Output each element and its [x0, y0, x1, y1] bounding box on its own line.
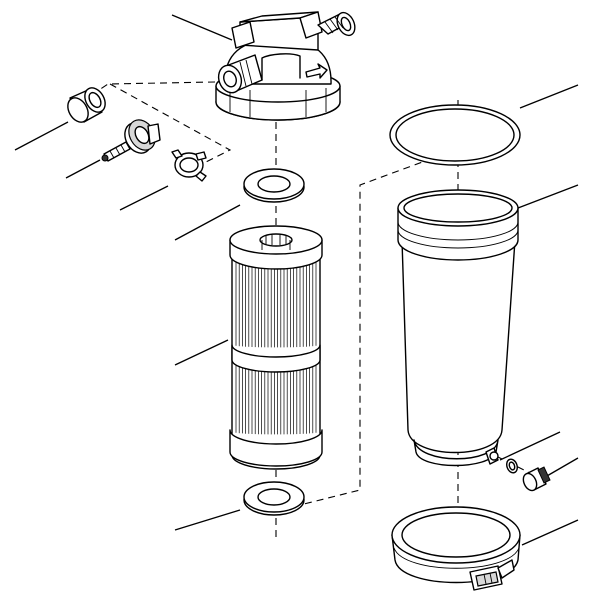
centerline-link [299, 149, 456, 506]
filter-bowl [397, 189, 519, 467]
leader-bowl [517, 184, 579, 209]
housing-o-ring [389, 104, 521, 166]
filter-head [215, 11, 356, 121]
leader-upper-gasket [174, 204, 241, 241]
bowl-clamp-ring [391, 506, 521, 591]
drain-valve-assembly [101, 119, 161, 162]
bowl-drain-plug [522, 466, 551, 492]
leader-o-ring [519, 84, 579, 109]
retaining-clip [171, 149, 207, 182]
leader-lower-gasket [174, 509, 241, 531]
leader-filter-head [171, 14, 233, 41]
leader-cartridge [174, 339, 229, 366]
pleats [235, 255, 317, 435]
leader-drain-valve [65, 159, 101, 179]
leader-clamp-ring [521, 519, 579, 546]
leader-retaining-clip [119, 185, 169, 211]
pleated-filter-cartridge [229, 225, 323, 470]
centerline-valve [109, 83, 232, 166]
leader-drain-plug [499, 431, 561, 461]
bowl-drain-o-ring [506, 458, 518, 474]
union-nut [67, 87, 106, 123]
upper-gasket [243, 168, 305, 203]
lower-gasket [243, 481, 305, 516]
leader-union-nut [14, 121, 69, 151]
